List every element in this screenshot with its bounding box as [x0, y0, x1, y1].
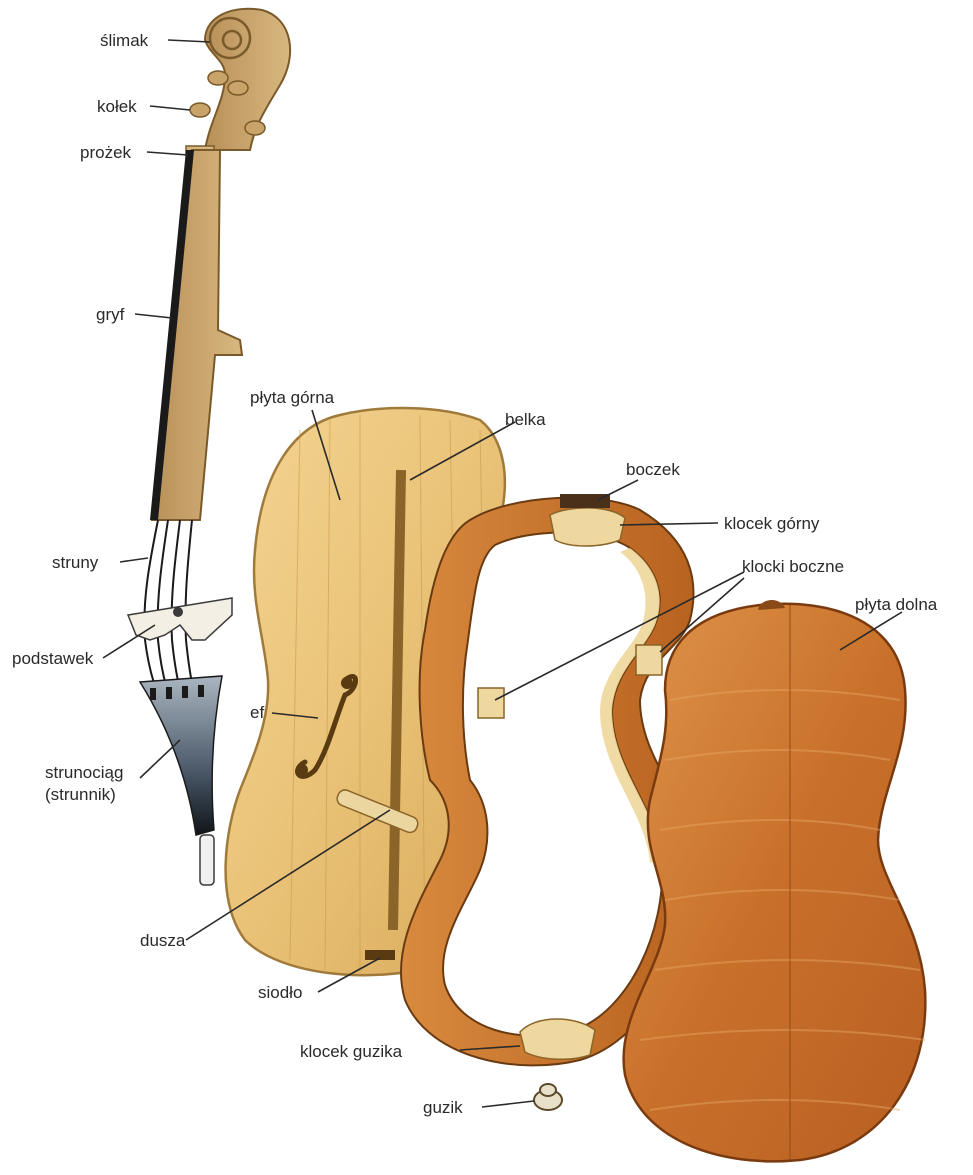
back-plate — [624, 600, 926, 1161]
bottom-block-shape — [520, 1019, 595, 1059]
label-guzik: guzik — [423, 1098, 463, 1117]
label-boczek: boczek — [626, 460, 680, 479]
end-button-top — [540, 1084, 556, 1096]
label-podstawek: podstawek — [12, 649, 94, 668]
f-hole-eye-bottom — [296, 764, 308, 776]
peg — [208, 71, 228, 85]
corner-block — [636, 645, 662, 675]
label-gryf: gryf — [96, 305, 125, 324]
f-hole-eye-top — [341, 677, 353, 689]
peg — [245, 121, 265, 135]
label-plyta-dolna: płyta dolna — [855, 595, 938, 614]
rib-dark-band — [560, 494, 610, 508]
peg — [228, 81, 248, 95]
label-klocek-guzika: klocek guzika — [300, 1042, 403, 1061]
label-strunnik: (strunnik) — [45, 785, 116, 804]
label-dusza: dusza — [140, 931, 186, 950]
label-klocek-gorny: klocek górny — [724, 514, 820, 533]
peg — [190, 103, 210, 117]
label-klocki-boczne: klocki boczne — [742, 557, 844, 576]
label-struny: struny — [52, 553, 99, 572]
label-prozek: prożek — [80, 143, 132, 162]
top-block-shape — [550, 508, 625, 546]
bridge-shape — [128, 598, 232, 640]
label-siodlo: siodło — [258, 983, 302, 1002]
back-plate-shape — [624, 604, 926, 1162]
label-strunociag: strunociąg — [45, 763, 123, 782]
label-belka: belka — [505, 410, 546, 429]
label-ef: ef — [250, 703, 264, 722]
corner-block — [478, 688, 504, 718]
neck-shape — [152, 150, 242, 520]
tail-gut-shape — [200, 835, 214, 885]
label-plyta-gorna: płyta górna — [250, 388, 335, 407]
label-kolek: kołek — [97, 97, 137, 116]
label-slimak: ślimak — [100, 31, 149, 50]
bridge-heart — [173, 607, 183, 617]
